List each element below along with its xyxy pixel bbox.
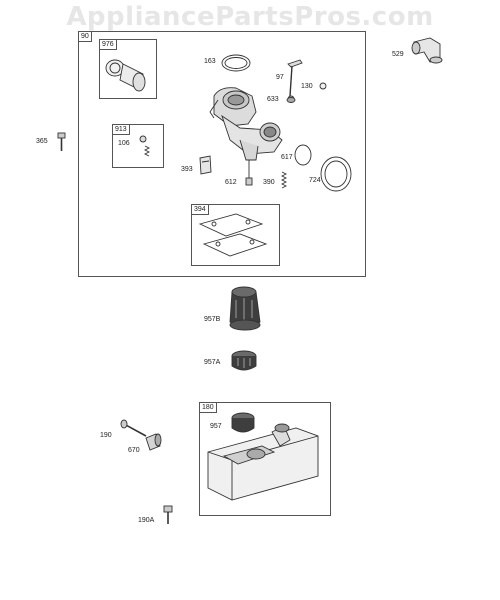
group-tag-913: 913 [112,124,130,135]
fitting-670-part [145,433,162,451]
carburetor-body-part [209,87,283,161]
gasket-kit-394-part [198,213,268,257]
group-box-394 [191,204,280,266]
screw-190-part [120,419,147,437]
gasket-ring-163-part [221,54,251,72]
part-label-97: 97 [276,74,284,81]
spring-390-part [280,171,288,189]
part-label-365: 365 [36,138,48,145]
fuel-cap-957-part [231,412,255,433]
screw-190A-part [163,505,173,524]
part-label-617: 617 [281,154,293,161]
part-label-670: 670 [128,447,140,454]
fuel-cap-957B-part [229,286,261,331]
part-label-529: 529 [392,51,404,58]
group-box-976 [99,39,157,99]
group-box-90 [78,31,366,277]
part-label-190A: 190A [138,517,155,524]
group-tag-394: 394 [191,204,209,215]
part-label-724: 724 [309,177,321,184]
part-label-957A: 957A [204,359,221,366]
fuel-tank-180-part [207,423,319,501]
group-tag-976: 976 [99,39,117,50]
needle-612-part [245,160,253,186]
group-box-913 [112,124,164,168]
part-label-106: 106 [118,140,130,147]
choke-lever-part [287,59,303,103]
washer-130-part [319,82,327,90]
o-ring-617-part [294,144,312,166]
part-label-190: 190 [100,432,112,439]
watermark-text: AppliancePartsPros.com [66,2,434,32]
group-box-180 [199,402,331,516]
group-tag-180: 180 [199,402,217,413]
fuel-cap-957A-part [231,350,257,371]
part-label-130: 130 [301,83,313,90]
cap-633-part [286,97,296,103]
part-label-393: 393 [181,166,193,173]
part-label-957: 957 [210,423,222,430]
part-label-390: 390 [263,179,275,186]
part-label-612: 612 [225,179,237,186]
gasket-724-part [320,156,352,192]
screw-106-part [139,135,151,157]
air-filter-sleeve-part [105,59,146,92]
elbow-529-part [411,37,443,64]
group-tag-90: 90 [78,31,92,42]
screw-365-part [57,132,66,151]
clip-393-part [199,155,212,175]
part-label-633: 633 [267,96,279,103]
part-label-163: 163 [204,58,216,65]
part-label-957B: 957B [204,316,221,323]
